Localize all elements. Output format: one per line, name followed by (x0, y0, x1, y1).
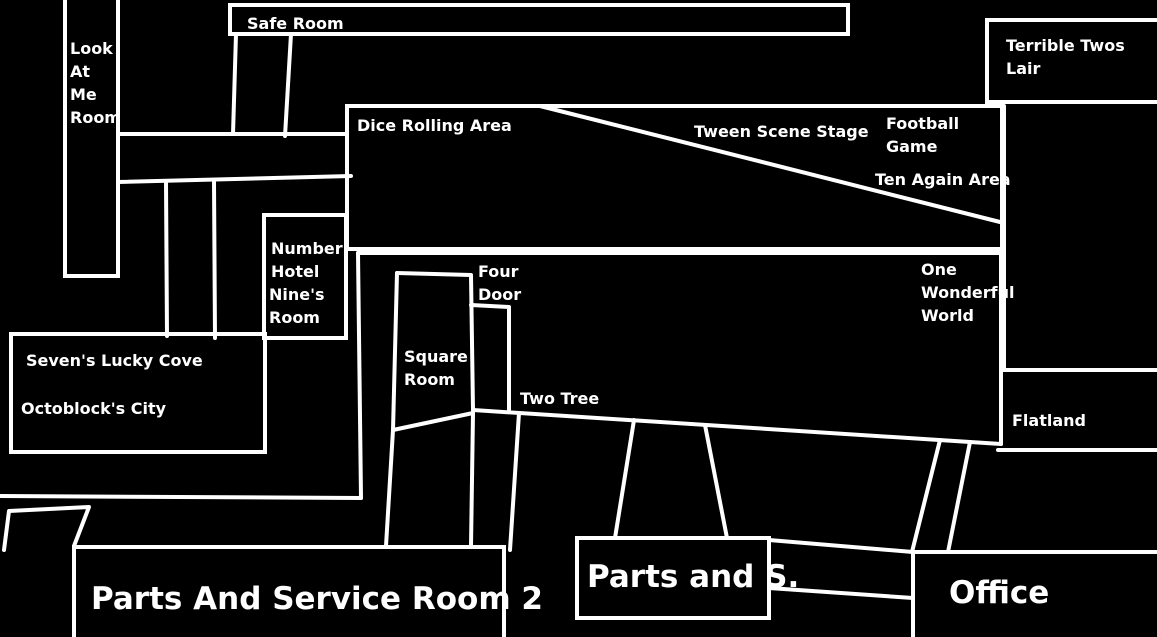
terrible-twos-lair-wall (985, 18, 1157, 104)
number-hotel-label: Number Hotel (271, 239, 343, 281)
parts-and-service-room-2-wall (72, 545, 506, 637)
ten-again-area-label: Ten Again Area (875, 170, 1011, 189)
football-game-label: Football Game (886, 114, 960, 156)
one-wonderful-world-label: One Wonderful World (921, 260, 1015, 325)
safe-room-label: Safe Room (247, 14, 344, 33)
look-at-me-room-label: Look At Me Room (70, 39, 121, 127)
tween-scene-stage-label: Tween Scene Stage (694, 122, 869, 141)
office-label: Office (949, 575, 1050, 611)
flatland-label: Flatland (1012, 411, 1086, 430)
two-tree-label: Two Tree (520, 389, 600, 408)
square-room-label: Square Room (404, 347, 468, 389)
dice-rolling-area-label: Dice Rolling Area (357, 116, 512, 135)
number-hotel-wall (262, 213, 348, 340)
office-wall (911, 550, 1157, 637)
parts-and-s-wall (575, 536, 771, 620)
safe-room-wall (228, 3, 850, 36)
octoblocks-city-label: Octoblock's City (21, 399, 167, 418)
parts-and-service-room-2-label: Parts And Service Room 2 (91, 581, 543, 617)
nines-room-label: Nine's Room (269, 285, 325, 327)
parts-and-s-label: Parts and S. (587, 559, 800, 595)
sevens-lucky-cove-wall (9, 332, 267, 454)
sevens-lucky-cove-label: Seven's Lucky Cove (26, 351, 203, 370)
terrible-twos-lair-label: Terrible Twos Lair (1006, 36, 1125, 78)
four-door-label: Four Door (478, 262, 522, 304)
